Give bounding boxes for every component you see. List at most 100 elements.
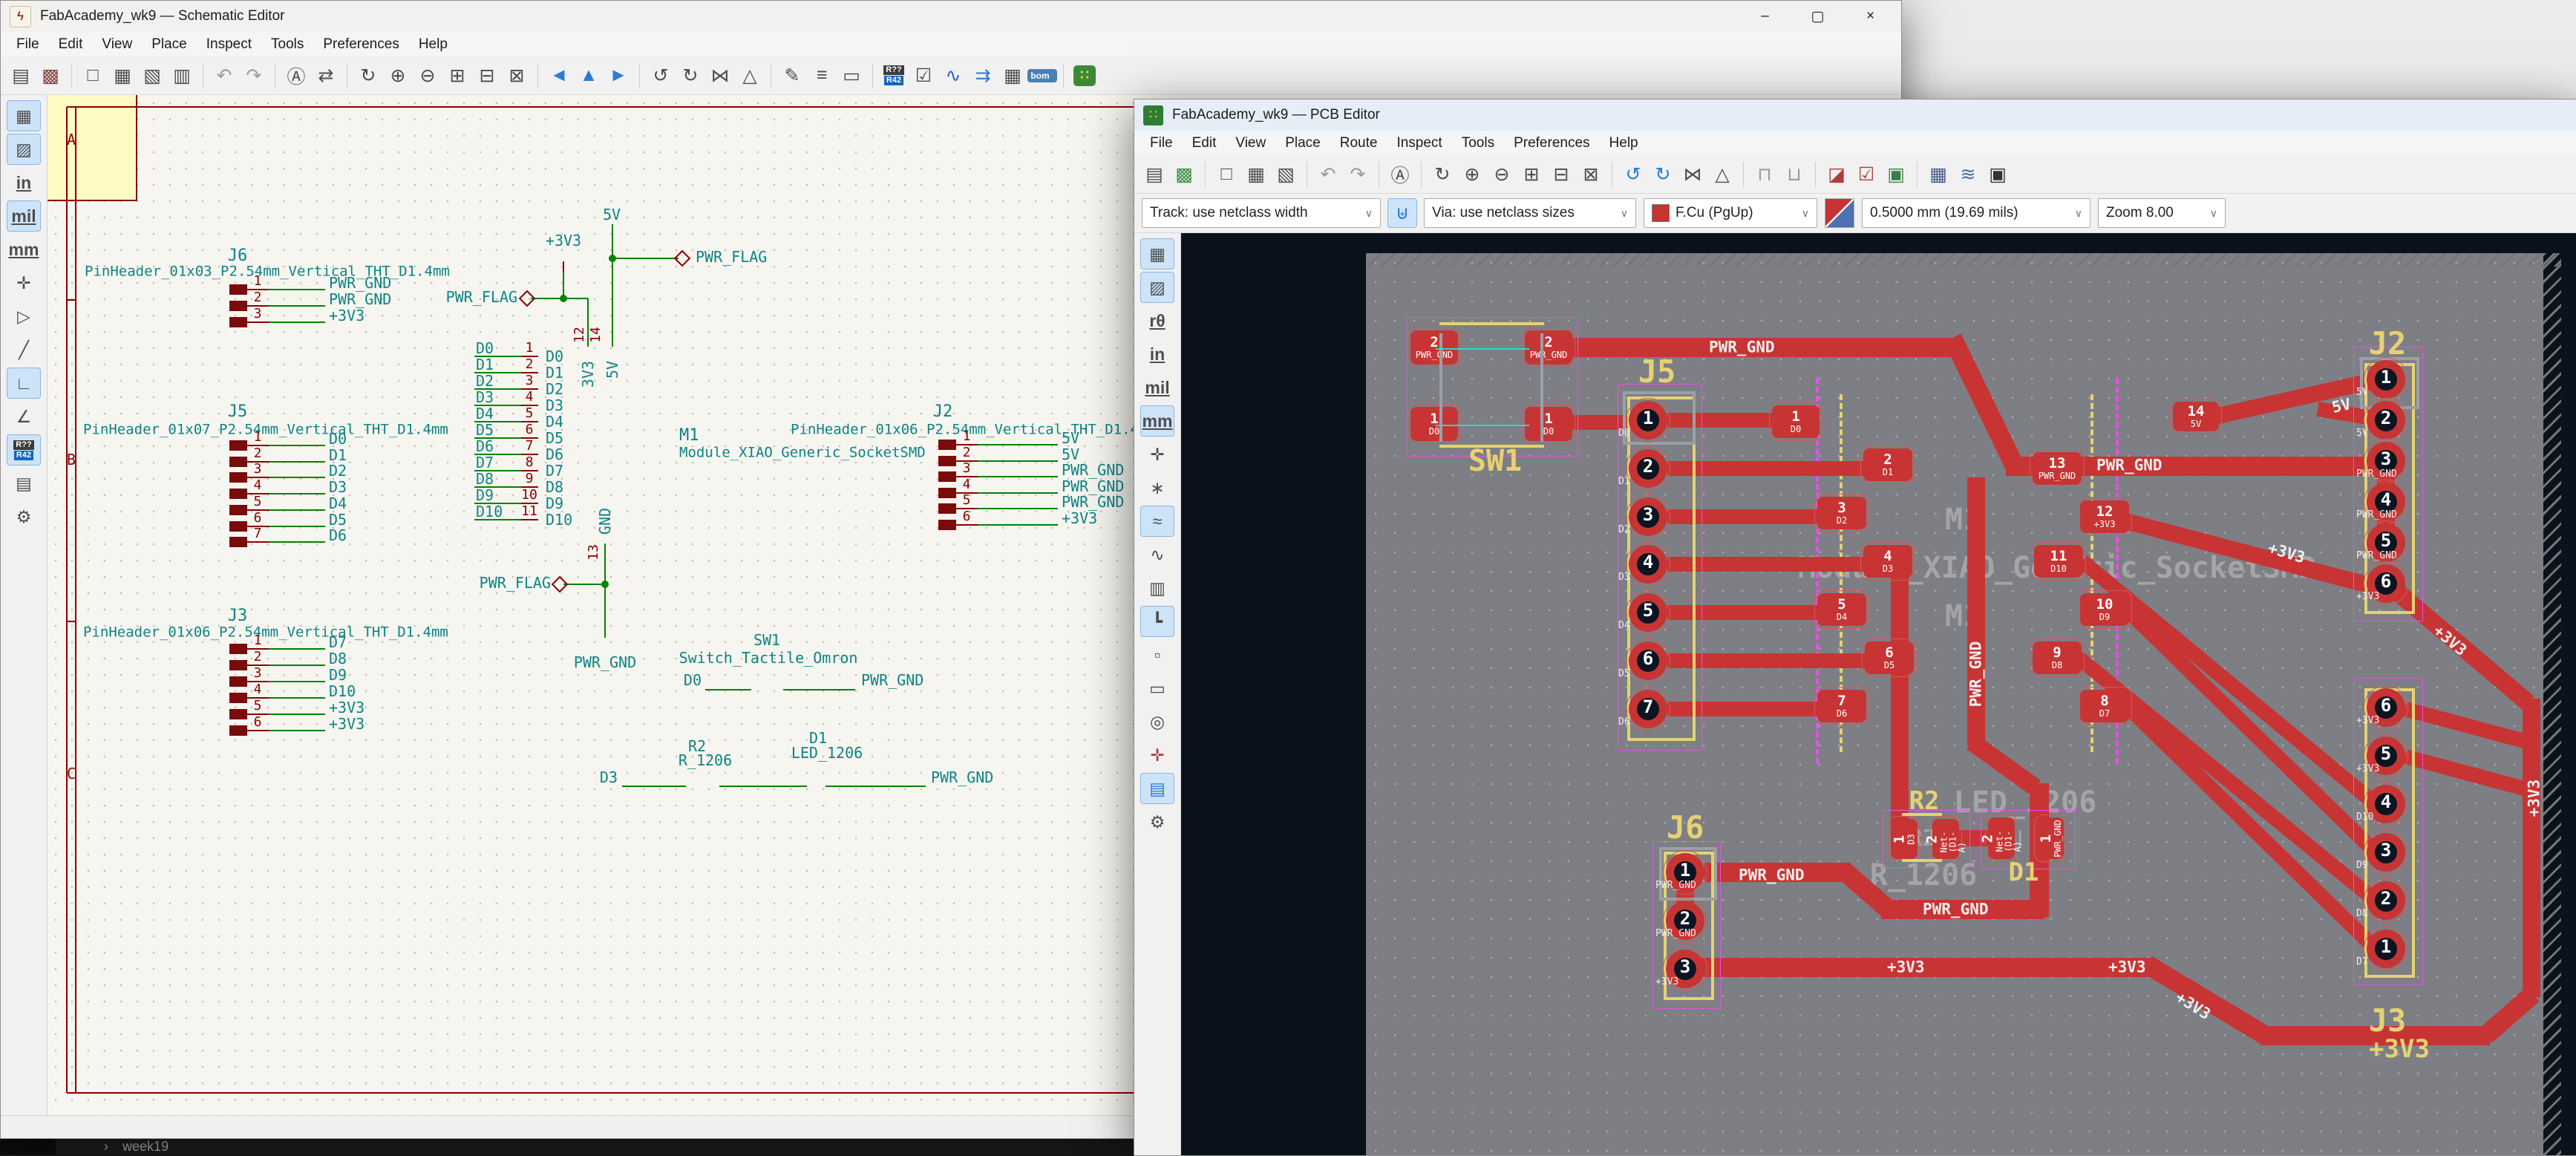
breadcrumb[interactable]: › week19: [104, 1139, 169, 1155]
drill-origin-icon[interactable]: ✛: [1141, 740, 1174, 770]
pin-pad[interactable]: [229, 676, 247, 687]
board-setup-icon[interactable]: ▩: [1170, 160, 1198, 189]
smd-pad[interactable]: 6D5: [1865, 641, 1914, 674]
copper-trace[interactable]: [1701, 958, 2153, 977]
menu-file[interactable]: File: [7, 36, 49, 53]
close-button[interactable]: ×: [1848, 1, 1892, 32]
through-hole-pad[interactable]: 3D9: [2367, 833, 2405, 872]
menu-view[interactable]: View: [92, 36, 142, 53]
plugin-icon[interactable]: ▣: [1984, 160, 2012, 189]
undo-icon[interactable]: ↶: [210, 62, 238, 90]
3d-viewer-icon[interactable]: ▣: [1882, 160, 1910, 189]
nav-up-icon[interactable]: ▲: [575, 62, 603, 90]
polar-coordinates-icon[interactable]: rθ: [1141, 306, 1174, 336]
smd-pad[interactable]: 8D7: [2080, 690, 2129, 722]
lock-icon[interactable]: ⊓: [1750, 160, 1779, 189]
grid-overrides-icon[interactable]: ▨: [1141, 272, 1174, 302]
menu-help[interactable]: Help: [1600, 135, 1648, 151]
rotate-ccw-icon[interactable]: ↺: [1619, 160, 1647, 189]
smd-pad[interactable]: 145V: [2173, 402, 2219, 431]
pin-pad[interactable]: [938, 440, 956, 450]
grid-visibility-icon[interactable]: ▦: [7, 101, 40, 131]
through-hole-pad[interactable]: 6+3V3: [2367, 688, 2405, 727]
pin-pad[interactable]: [229, 693, 247, 703]
annotate-auto-icon[interactable]: R??R42: [7, 435, 40, 465]
menu-file[interactable]: File: [1140, 135, 1183, 151]
rotate-cw-icon[interactable]: ↻: [1649, 160, 1677, 189]
pin-pad[interactable]: [938, 471, 956, 482]
layer-select[interactable]: F.Cu (PgUp) ∨: [1644, 198, 1817, 228]
smd-pad[interactable]: 7D6: [1817, 690, 1866, 722]
units-mm-icon[interactable]: mm: [7, 235, 40, 264]
through-hole-pad[interactable]: 7D6: [1629, 690, 1667, 728]
grid-select[interactable]: 0.5000 mm (19.69 mils) ∨: [1862, 198, 2090, 228]
footprint-outline-mode-icon[interactable]: ▭: [1141, 673, 1174, 703]
pad-display-mode-icon[interactable]: ▥: [1141, 573, 1174, 603]
zoom-out-icon[interactable]: ⊖: [413, 62, 442, 90]
plot-icon[interactable]: ▧: [1272, 160, 1300, 189]
menu-help[interactable]: Help: [409, 36, 457, 53]
pin-pad[interactable]: [229, 489, 247, 499]
drc-icon[interactable]: ☑: [1852, 160, 1880, 189]
menu-inspect[interactable]: Inspect: [1387, 135, 1451, 151]
redo-icon[interactable]: ↷: [240, 62, 268, 90]
paste-icon[interactable]: ▥: [168, 62, 196, 90]
pin-pad[interactable]: [229, 537, 247, 547]
pwr-flag-symbol[interactable]: [552, 576, 569, 593]
curved-ratsnest-icon[interactable]: ≈: [1141, 506, 1174, 536]
wires-45-degree-icon[interactable]: ∠: [7, 402, 40, 431]
mirror-horizontal-icon[interactable]: ⋈: [706, 62, 734, 90]
module-body[interactable]: [48, 95, 137, 201]
smd-pad[interactable]: 9D8: [2033, 641, 2082, 674]
through-hole-pad[interactable]: 5+3V3: [2367, 737, 2405, 775]
schematic-titlebar[interactable]: ϟ FabAcademy_wk9 — Schematic Editor – ▢ …: [1, 1, 1901, 32]
rotate-cw-icon[interactable]: ↻: [676, 62, 705, 90]
smd-pad[interactable]: 3D2: [1817, 497, 1866, 529]
through-hole-pad[interactable]: 2D1: [1629, 449, 1667, 488]
units-mils-icon[interactable]: mil: [1141, 373, 1174, 402]
orthogonal-wires-icon[interactable]: ∟: [7, 368, 40, 398]
undo-icon[interactable]: ↶: [1314, 160, 1342, 189]
redo-icon[interactable]: ↷: [1344, 160, 1372, 189]
schematic-setup-icon[interactable]: ▩: [36, 62, 65, 90]
through-hole-pad[interactable]: 5PWR_GND: [2367, 523, 2405, 562]
smd-pad[interactable]: 13PWR_GND: [2033, 452, 2082, 485]
pin-pad[interactable]: [229, 472, 247, 483]
through-hole-pad[interactable]: 1D0: [1629, 401, 1667, 440]
zoom-select[interactable]: Zoom 8.00 ∨: [2098, 198, 2226, 228]
zoom-in-icon[interactable]: ⊕: [1458, 160, 1486, 189]
properties-tools-icon[interactable]: ⚙: [7, 502, 40, 532]
through-hole-pad[interactable]: 15V: [2367, 360, 2405, 399]
through-hole-pad[interactable]: 1D7: [2367, 930, 2405, 968]
zoom-in-icon[interactable]: ⊕: [384, 62, 412, 90]
find-replace-icon[interactable]: ⇄: [312, 62, 340, 90]
pin-pad[interactable]: [229, 709, 247, 719]
units-inches-icon[interactable]: in: [7, 168, 40, 197]
smd-pad[interactable]: 5D4: [1817, 593, 1866, 626]
ratsnest-visibility-icon[interactable]: ∗: [1141, 473, 1174, 503]
track-posture-icon[interactable]: ⊎: [1388, 199, 1416, 227]
zoom-selection-icon[interactable]: ⊠: [1577, 160, 1605, 189]
selection-filter-icon[interactable]: ▫: [1141, 640, 1174, 670]
through-hole-pad[interactable]: 6+3V3: [2367, 564, 2405, 603]
zoom-fit-page-icon[interactable]: ⊞: [443, 62, 471, 90]
pin-pad[interactable]: [229, 725, 247, 736]
zoom-out-icon[interactable]: ⊖: [1488, 160, 1516, 189]
open-pcb-editor-icon[interactable]: ∷: [1070, 62, 1099, 90]
pin-pad[interactable]: [229, 505, 247, 515]
nav-forward-icon[interactable]: ►: [604, 62, 632, 90]
menu-edit[interactable]: Edit: [1183, 135, 1226, 151]
smd-pad[interactable]: 1D0: [1772, 405, 1820, 438]
simulator-icon[interactable]: ∿: [939, 62, 967, 90]
smd-pad[interactable]: 2D1: [1863, 448, 1912, 481]
zoom-fit-page-icon[interactable]: ⊞: [1517, 160, 1546, 189]
zoom-fit-objects-icon[interactable]: ⊟: [1547, 160, 1575, 189]
pin-pad[interactable]: [229, 301, 247, 311]
pin-pad[interactable]: [938, 503, 956, 514]
find-icon[interactable]: Ⓐ: [282, 62, 310, 90]
through-hole-pad[interactable]: 6D5: [1629, 641, 1667, 680]
through-hole-pad[interactable]: 2PWR_GND: [1666, 901, 1704, 940]
via-size-select[interactable]: Via: use netclass sizes ∨: [1424, 198, 1636, 228]
through-hole-pad[interactable]: 25V: [2367, 401, 2405, 440]
zoom-selection-icon[interactable]: ⊠: [503, 62, 531, 90]
